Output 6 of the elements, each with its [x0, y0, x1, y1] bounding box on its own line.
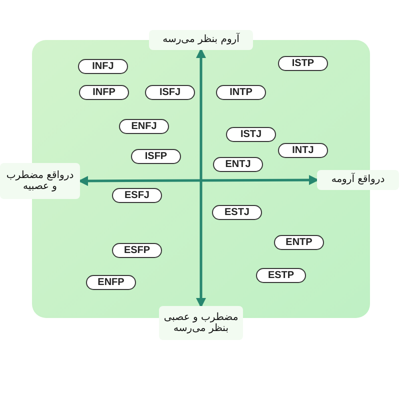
axis-label: درواقع مضطرب و عصبیه — [0, 163, 80, 199]
axis-label: آروم بنظر می‌رسه — [149, 30, 253, 50]
double-arrow — [78, 175, 319, 186]
axis-label: مضطرب و عصبی بنظر می‌رسه — [159, 306, 243, 340]
double-arrow — [196, 48, 206, 308]
axis-label: درواقع آرومه — [317, 170, 399, 190]
